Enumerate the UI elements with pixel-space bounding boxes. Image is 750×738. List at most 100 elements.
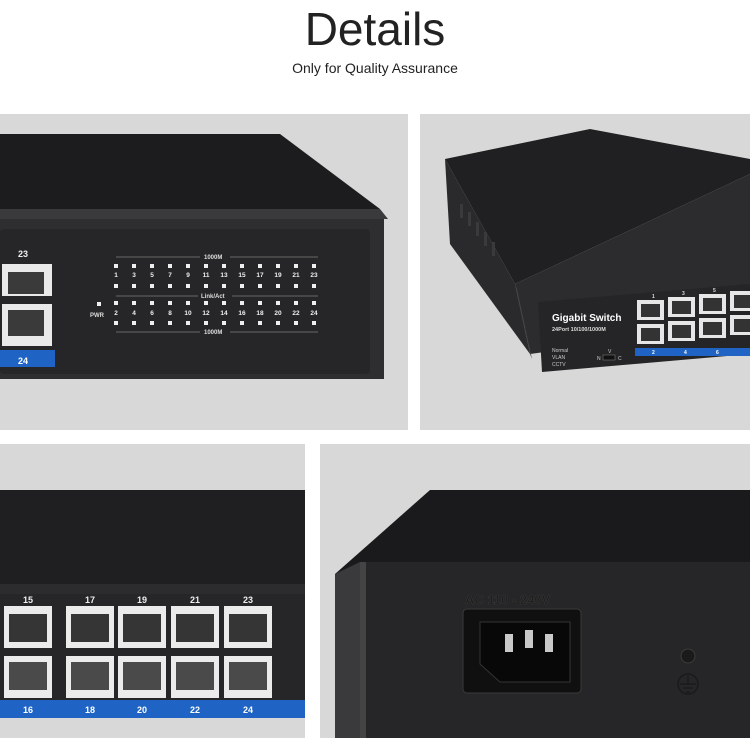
led-link-8 <box>168 301 172 305</box>
brand-label: Gigabit Switch <box>552 313 621 324</box>
led-1000m-14 <box>222 321 226 325</box>
pwr-label: PWR <box>90 313 105 319</box>
switch-letter-n: N <box>597 356 601 362</box>
led-label-17: 17 <box>256 272 264 279</box>
rj45-socket <box>71 662 109 690</box>
led-link-5 <box>150 284 154 288</box>
rj45-socket <box>176 614 214 642</box>
angled-switch-photo: Gigabit Switch 24Port 10/100/1000M Norma… <box>420 114 750 430</box>
page-title: Details <box>304 3 446 55</box>
led-1000m-16 <box>240 321 244 325</box>
led-1000m-10 <box>186 321 190 325</box>
led-label-20: 20 <box>274 310 282 317</box>
mode-normal: Normal <box>552 348 568 354</box>
rj45-socket <box>9 662 47 690</box>
led-label-18: 18 <box>256 310 264 317</box>
led-1000m-22 <box>294 321 298 325</box>
led-link-16 <box>240 301 244 305</box>
led-label-2: 2 <box>114 310 118 317</box>
led-link-22 <box>294 301 298 305</box>
mode-cctv: CCTV <box>552 362 566 368</box>
led-label-10: 10 <box>184 310 192 317</box>
led-label-21: 21 <box>292 272 300 279</box>
led-link-15 <box>240 284 244 288</box>
led-1000m-7 <box>168 264 172 268</box>
led-1000m-24 <box>312 321 316 325</box>
label-1000m-top: 1000M <box>204 255 222 261</box>
led-label-13: 13 <box>220 272 228 279</box>
led-1000m-4 <box>132 321 136 325</box>
led-label-22: 22 <box>292 310 300 317</box>
rj45-socket <box>176 662 214 690</box>
led-link-19 <box>276 284 280 288</box>
led-link-4 <box>132 301 136 305</box>
port-6-label: 6 <box>716 350 719 356</box>
port-label-16: 16 <box>23 705 33 715</box>
screw-hole <box>680 648 696 664</box>
page-subtitle: Only for Quality Assurance <box>292 60 458 76</box>
switch-letter-v: V <box>608 349 612 355</box>
led-link-18 <box>258 301 262 305</box>
port-label-15: 15 <box>23 595 33 605</box>
port-label-22: 22 <box>190 705 200 715</box>
led-1000m-2 <box>114 321 118 325</box>
led-1000m-20 <box>276 321 280 325</box>
led-label-7: 7 <box>168 272 172 279</box>
led-label-8: 8 <box>168 310 172 317</box>
port-label-23: 23 <box>243 595 253 605</box>
rj45-socket <box>71 614 109 642</box>
port-label-24: 24 <box>243 705 253 715</box>
led-1000m-12 <box>204 321 208 325</box>
led-link-24 <box>312 301 316 305</box>
switch-letter-c: C <box>618 356 622 362</box>
led-link-13 <box>222 284 226 288</box>
led-label-3: 3 <box>132 272 136 279</box>
led-1000m-9 <box>186 264 190 268</box>
led-1000m-13 <box>222 264 226 268</box>
port-4-label: 4 <box>684 350 687 356</box>
led-label-5: 5 <box>150 272 154 279</box>
led-link-23 <box>312 284 316 288</box>
label-link-act: Link/Act <box>201 294 225 300</box>
mode-switch[interactable] <box>602 354 616 361</box>
led-label-6: 6 <box>150 310 154 317</box>
rj45-socket <box>9 614 47 642</box>
rj45-socket <box>734 295 750 308</box>
rj45-socket <box>703 322 722 335</box>
rj45-socket <box>641 328 660 341</box>
port-23-label: 23 <box>18 249 28 259</box>
ground-symbol-icon <box>677 673 699 695</box>
led-1000m-6 <box>150 321 154 325</box>
led-link-11 <box>204 284 208 288</box>
port-3-label: 3 <box>682 291 685 297</box>
led-label-24: 24 <box>310 310 318 317</box>
rj45-socket <box>641 304 660 317</box>
rj45-socket <box>229 614 267 642</box>
led-link-17 <box>258 284 262 288</box>
led-label-15: 15 <box>238 272 246 279</box>
led-label-14: 14 <box>220 310 228 317</box>
led-label-4: 4 <box>132 310 136 317</box>
led-label-12: 12 <box>202 310 210 317</box>
port-2-label: 2 <box>652 350 655 356</box>
led-link-9 <box>186 284 190 288</box>
port-label-20: 20 <box>137 705 147 715</box>
led-link-14 <box>222 301 226 305</box>
led-link-10 <box>186 301 190 305</box>
port-5-label: 5 <box>713 288 716 294</box>
led-label-19: 19 <box>274 272 282 279</box>
angled-port-block <box>637 291 750 344</box>
led-link-12 <box>204 301 208 305</box>
led-1000m-23 <box>312 264 316 268</box>
led-1000m-3 <box>132 264 136 268</box>
led-1000m-21 <box>294 264 298 268</box>
led-label-1: 1 <box>114 272 118 279</box>
led-1000m-1 <box>114 264 118 268</box>
led-link-3 <box>132 284 136 288</box>
led-label-16: 16 <box>238 310 246 317</box>
led-1000m-18 <box>258 321 262 325</box>
